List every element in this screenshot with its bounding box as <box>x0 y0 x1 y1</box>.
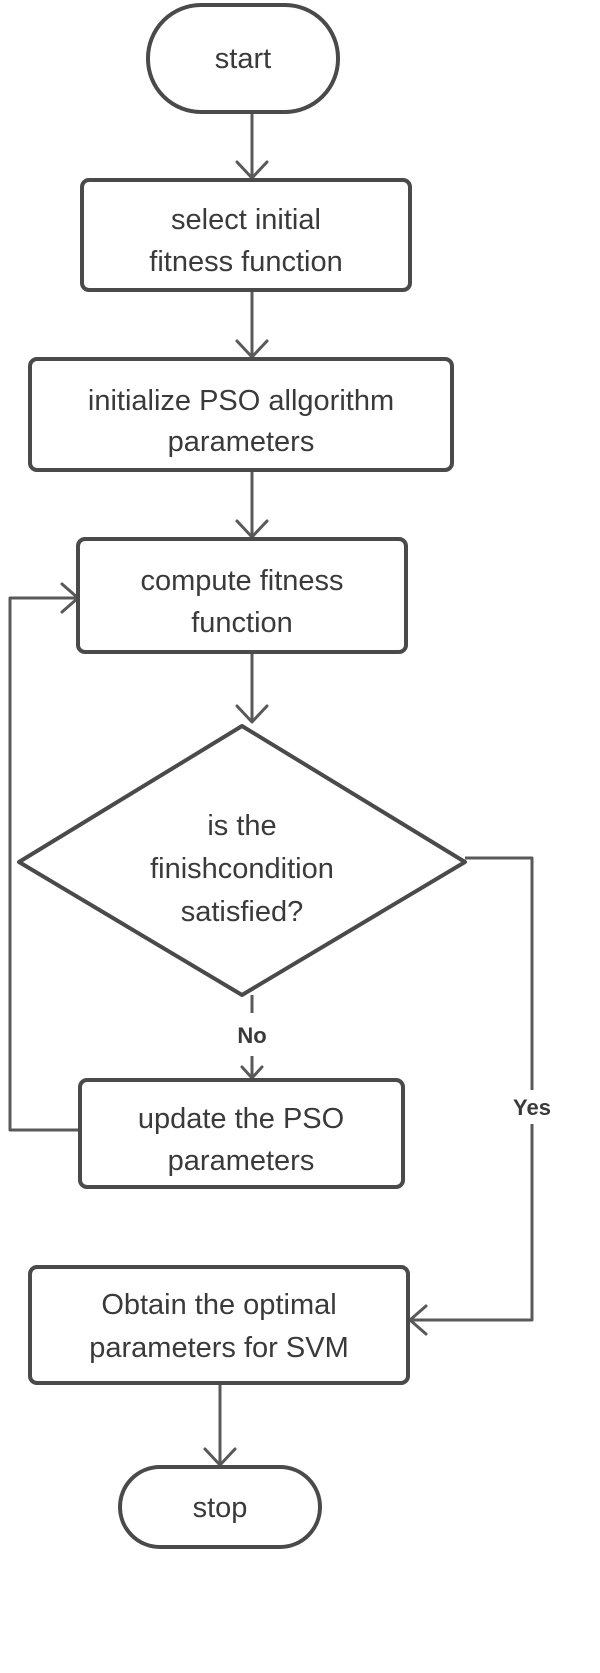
start-node: start <box>146 3 340 114</box>
select-fitness-node: select initial fitness function <box>80 178 412 292</box>
decision-line3: satisfied? <box>181 896 304 928</box>
obtain-params-node: Obtain the optimal parameters for SVM <box>28 1265 410 1385</box>
update-pso-line1: update the PSO <box>138 1103 344 1135</box>
edge-label-yes: Yes <box>513 1095 551 1120</box>
select-fitness-line1: select initial <box>171 204 321 236</box>
edge-start-to-select <box>235 112 269 180</box>
decision-line2: finishcondition <box>150 853 334 885</box>
edge-select-to-init <box>235 290 269 359</box>
compute-fitness-node: compute fitness function <box>76 537 408 654</box>
init-pso-line2: parameters <box>168 426 315 458</box>
update-pso-line2: parameters <box>168 1145 315 1177</box>
obtain-params-line2: parameters for SVM <box>89 1332 348 1364</box>
start-label: start <box>215 43 271 75</box>
edge-init-to-compute <box>235 470 269 539</box>
init-pso-node: initialize PSO allgorithm parameters <box>28 357 454 472</box>
edge-obtain-to-stop <box>203 1383 237 1467</box>
compute-fitness-line2: function <box>191 607 293 639</box>
decision-node: is the finishcondition satisfied? <box>17 724 467 997</box>
edge-label-no: No <box>237 1023 266 1048</box>
update-pso-node: update the PSO parameters <box>78 1078 405 1189</box>
select-fitness-line2: fitness function <box>149 246 342 278</box>
init-pso-line1: initialize PSO allgorithm <box>88 385 394 417</box>
stop-node: stop <box>118 1465 322 1549</box>
obtain-params-line1: Obtain the optimal <box>101 1289 336 1321</box>
edge-compute-to-decision <box>235 652 269 724</box>
decision-line1: is the <box>207 810 276 842</box>
compute-fitness-line1: compute fitness <box>140 565 343 597</box>
stop-label: stop <box>193 1492 248 1524</box>
